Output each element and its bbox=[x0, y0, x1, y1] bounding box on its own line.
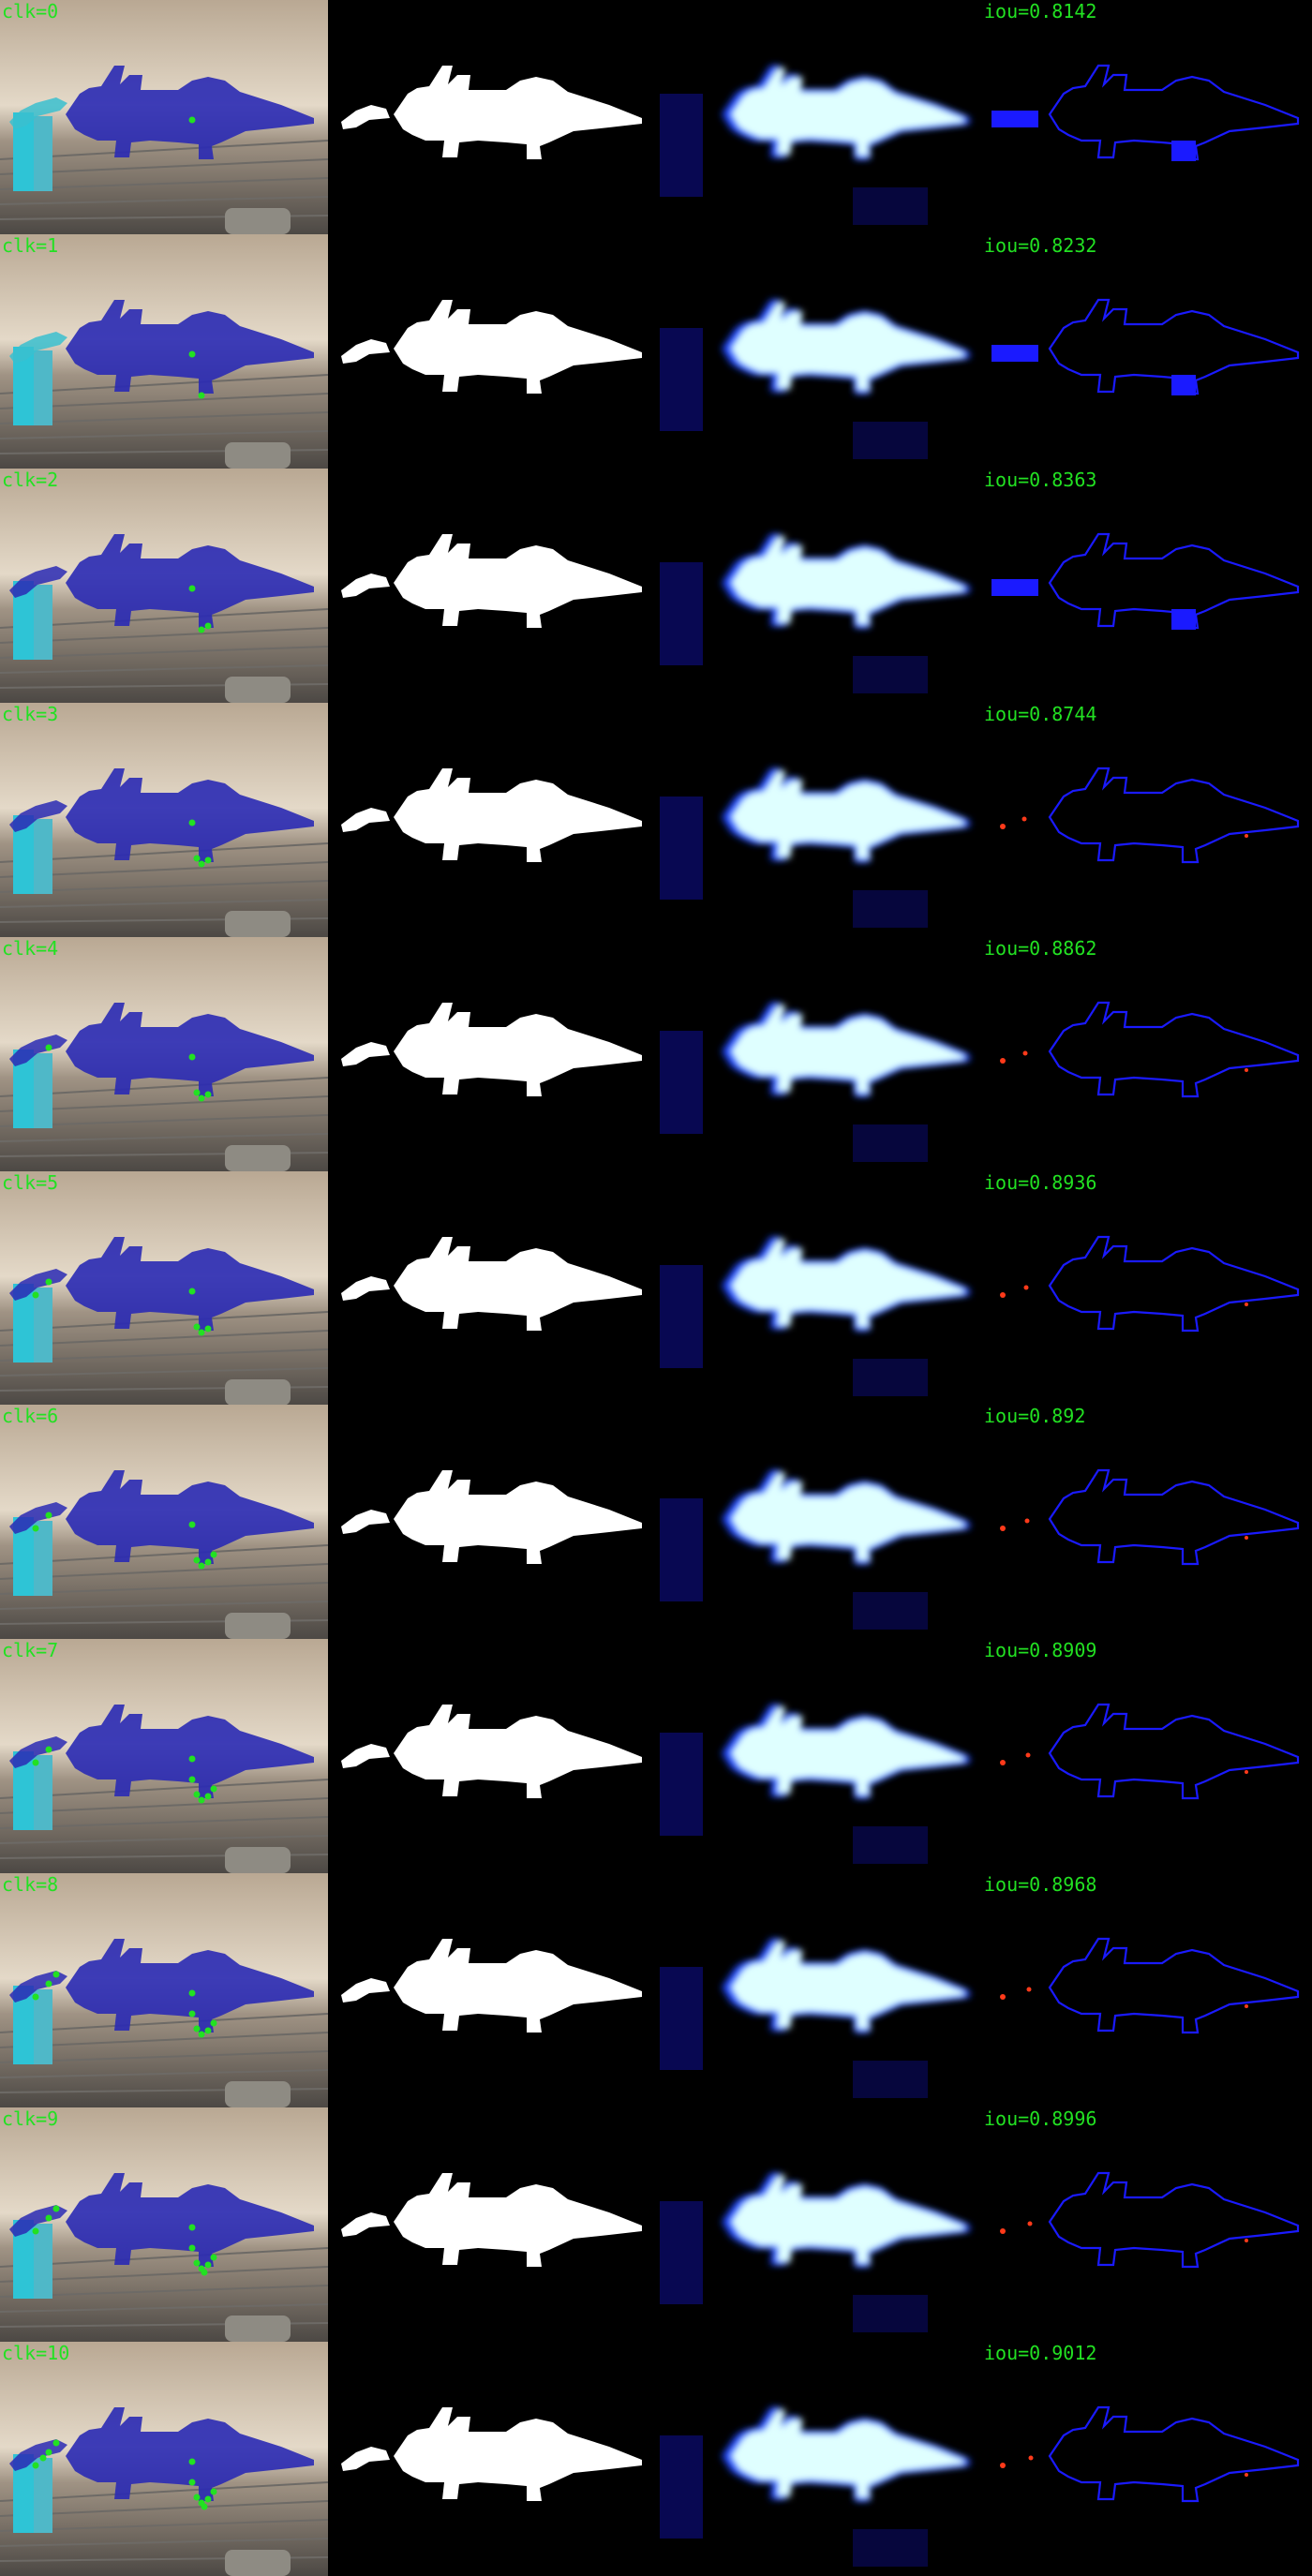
result-row: clk=2 iou=0.8363 bbox=[0, 469, 1312, 703]
iou-label: iou=0.8936 bbox=[984, 1171, 1097, 1194]
error-map-panel bbox=[984, 234, 1312, 469]
probability-map-panel bbox=[656, 703, 984, 937]
predicted-mask-panel bbox=[328, 1873, 656, 2107]
probability-map-panel bbox=[656, 1873, 984, 2107]
result-row: clk=6 iou=0.892 bbox=[0, 1405, 1312, 1639]
image-with-overlay-panel bbox=[0, 937, 328, 1171]
probability-map-panel bbox=[656, 937, 984, 1171]
click-count-label: clk=8 bbox=[2, 1873, 59, 1896]
iou-label: iou=0.8363 bbox=[984, 469, 1097, 491]
click-count-label: clk=6 bbox=[2, 1405, 59, 1427]
probability-map-panel bbox=[656, 1639, 984, 1873]
probability-map-panel bbox=[656, 1171, 984, 1406]
iou-label: iou=0.8996 bbox=[984, 2107, 1097, 2130]
image-with-overlay-panel bbox=[0, 469, 328, 703]
probability-map-panel bbox=[656, 2342, 984, 2576]
image-with-overlay-panel bbox=[0, 2342, 328, 2576]
result-row: clk=9 iou=0.8996 bbox=[0, 2107, 1312, 2342]
predicted-mask-panel bbox=[328, 2107, 656, 2342]
image-with-overlay-panel bbox=[0, 1639, 328, 1873]
result-row: clk=10 iou=0.9012 bbox=[0, 2342, 1312, 2576]
image-with-overlay-panel bbox=[0, 1405, 328, 1639]
image-with-overlay-panel bbox=[0, 234, 328, 469]
probability-map-panel bbox=[656, 234, 984, 469]
result-row: clk=3 iou=0.8744 bbox=[0, 703, 1312, 937]
predicted-mask-panel bbox=[328, 1405, 656, 1639]
predicted-mask-panel bbox=[328, 234, 656, 469]
error-map-panel bbox=[984, 469, 1312, 703]
predicted-mask-panel bbox=[328, 2342, 656, 2576]
click-count-label: clk=5 bbox=[2, 1171, 59, 1194]
error-map-panel bbox=[984, 2107, 1312, 2342]
probability-map-panel bbox=[656, 1405, 984, 1639]
result-row: clk=1 iou=0.8232 bbox=[0, 234, 1312, 469]
iou-label: iou=0.9012 bbox=[984, 2342, 1097, 2364]
click-count-label: clk=9 bbox=[2, 2107, 59, 2130]
error-map-panel bbox=[984, 0, 1312, 234]
result-row: clk=4 iou=0.8862 bbox=[0, 937, 1312, 1171]
predicted-mask-panel bbox=[328, 1171, 656, 1406]
image-with-overlay-panel bbox=[0, 1171, 328, 1406]
result-row: clk=7 iou=0.8909 bbox=[0, 1639, 1312, 1873]
result-row: clk=8 iou=0.8968 bbox=[0, 1873, 1312, 2107]
result-row: clk=5 iou=0.8936 bbox=[0, 1171, 1312, 1406]
iou-label: iou=0.892 bbox=[984, 1405, 1086, 1427]
predicted-mask-panel bbox=[328, 0, 656, 234]
click-count-label: clk=2 bbox=[2, 469, 59, 491]
probability-map-panel bbox=[656, 469, 984, 703]
predicted-mask-panel bbox=[328, 937, 656, 1171]
image-with-overlay-panel bbox=[0, 703, 328, 937]
predicted-mask-panel bbox=[328, 703, 656, 937]
click-count-label: clk=4 bbox=[2, 937, 59, 960]
image-with-overlay-panel bbox=[0, 0, 328, 234]
error-map-panel bbox=[984, 1405, 1312, 1639]
image-with-overlay-panel bbox=[0, 1873, 328, 2107]
iou-label: iou=0.8968 bbox=[984, 1873, 1097, 1896]
iou-label: iou=0.8909 bbox=[984, 1639, 1097, 1661]
result-row: clk=0 iou=0.8142 bbox=[0, 0, 1312, 234]
click-count-label: clk=0 bbox=[2, 0, 59, 22]
click-count-label: clk=10 bbox=[2, 2342, 70, 2364]
error-map-panel bbox=[984, 1873, 1312, 2107]
error-map-panel bbox=[984, 1171, 1312, 1406]
error-map-panel bbox=[984, 703, 1312, 937]
iou-label: iou=0.8142 bbox=[984, 0, 1097, 22]
click-count-label: clk=1 bbox=[2, 234, 59, 257]
iou-label: iou=0.8862 bbox=[984, 937, 1097, 960]
error-map-panel bbox=[984, 1639, 1312, 1873]
probability-map-panel bbox=[656, 2107, 984, 2342]
predicted-mask-panel bbox=[328, 469, 656, 703]
probability-map-panel bbox=[656, 0, 984, 234]
iou-label: iou=0.8232 bbox=[984, 234, 1097, 257]
click-count-label: clk=3 bbox=[2, 703, 59, 725]
error-map-panel bbox=[984, 937, 1312, 1171]
iou-label: iou=0.8744 bbox=[984, 703, 1097, 725]
image-with-overlay-panel bbox=[0, 2107, 328, 2342]
click-count-label: clk=7 bbox=[2, 1639, 59, 1661]
predicted-mask-panel bbox=[328, 1639, 656, 1873]
error-map-panel bbox=[984, 2342, 1312, 2576]
